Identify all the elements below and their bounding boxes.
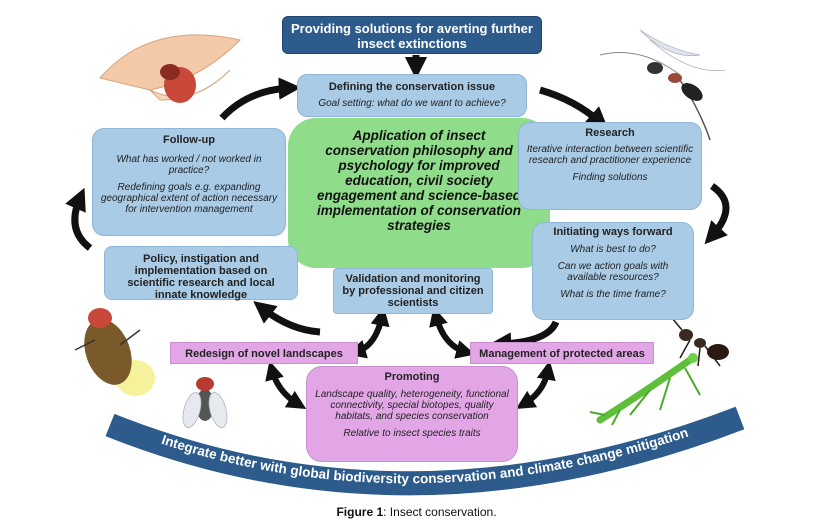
validation-text: Validation and monitoring by professiona…	[342, 273, 484, 309]
defining-box: Defining the conservation issue Goal set…	[297, 74, 527, 117]
banner-band	[105, 406, 745, 496]
ways-forward-q2: Can we action goals with available resou…	[557, 261, 669, 283]
defining-text: Goal setting: what do we want to achieve…	[318, 98, 506, 109]
arrow-redesign-to-policy	[253, 301, 321, 336]
followup-text-1: What has worked / not worked in practice…	[116, 154, 262, 176]
defining-title: Defining the conservation issue	[328, 81, 496, 93]
validation-box: Validation and monitoring by professiona…	[333, 268, 493, 314]
promoting-title: Promoting	[384, 371, 440, 383]
redesign-text: Redesign of novel landscapes	[185, 348, 343, 360]
arrow-validation-management	[429, 306, 476, 359]
management-box: Management of protected areas	[470, 342, 654, 364]
followup-text-2: Redefining goals e.g. expanding geograph…	[100, 182, 278, 215]
center-philosophy-text: Application of insect conservation philo…	[316, 128, 522, 233]
ant-illustration	[671, 317, 729, 367]
policy-text: Policy, instigation and implementation b…	[127, 253, 275, 301]
research-title: Research	[585, 127, 635, 139]
policy-box: Policy, instigation and implementation b…	[104, 246, 298, 301]
redesign-box: Redesign of novel landscapes	[170, 342, 358, 364]
ways-forward-box: Initiating ways forward What is best to …	[532, 222, 694, 320]
promoting-box: Promoting Landscape quality, heterogenei…	[306, 366, 518, 462]
followup-box: Follow-up What has worked / not worked i…	[92, 128, 286, 236]
research-box: Research Iterative interaction between s…	[518, 122, 702, 210]
cicada-illustration	[99, 34, 241, 103]
arrow-policy-to-followup	[65, 187, 93, 251]
wasp-illustration	[599, 29, 726, 141]
arrow-ways-to-management	[488, 320, 560, 355]
research-text-2: Finding solutions	[572, 172, 648, 183]
promoting-text-1: Landscape quality, heterogeneity, functi…	[315, 389, 509, 422]
ways-forward-q3: What is the time frame?	[560, 289, 666, 300]
center-philosophy-panel	[288, 118, 550, 268]
arrow-followup-to-defining	[219, 77, 302, 121]
arrow-management-promoting	[515, 360, 556, 409]
ways-forward-q1: What is best to do?	[570, 244, 656, 255]
firefly-illustration	[74, 308, 155, 396]
management-text: Management of protected areas	[479, 348, 645, 360]
figure-caption: Figure 1: Insect conservation.	[0, 505, 833, 519]
research-text-1: Iterative interaction between scientific…	[526, 144, 694, 166]
mantis-illustration	[589, 353, 701, 426]
figure-caption-label: Figure 1	[336, 505, 384, 519]
followup-title: Follow-up	[163, 134, 215, 146]
header-title: Providing solutions for averting further…	[291, 21, 533, 51]
figure-caption-text: : Insect conservation.	[383, 505, 497, 519]
arrow-research-to-ways	[704, 183, 730, 245]
fly-illustration	[182, 377, 228, 428]
ways-forward-title: Initiating ways forward	[553, 226, 673, 238]
header-banner: Providing solutions for averting further…	[282, 16, 542, 54]
arrow-defining-to-research	[539, 86, 609, 130]
promoting-text-2: Relative to insect species traits	[343, 428, 481, 439]
arrow-redesign-promoting	[265, 360, 307, 409]
arrow-validation-redesign	[346, 306, 390, 359]
